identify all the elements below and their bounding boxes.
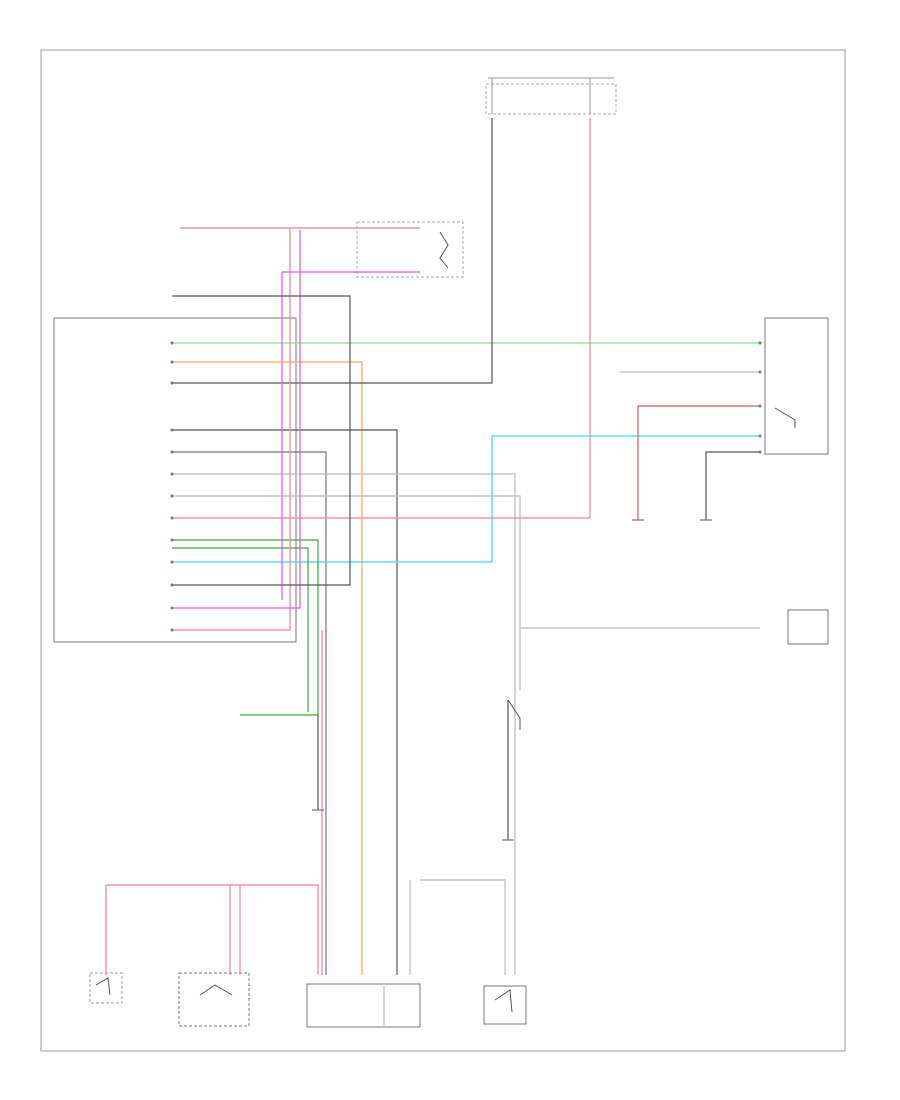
deactivator-switch-contact xyxy=(95,977,111,996)
wire-cyan xyxy=(172,435,760,563)
speed-control-servo-box xyxy=(306,983,421,1028)
pin xyxy=(170,450,174,454)
wire-gray-2 xyxy=(172,495,760,629)
wire-pink-fuse xyxy=(172,118,591,519)
pin xyxy=(170,381,174,385)
control-switch-contact xyxy=(199,984,233,996)
wire-dark-green-2 xyxy=(172,547,309,712)
pin xyxy=(758,341,762,345)
wire-magenta xyxy=(172,230,301,609)
pin xyxy=(170,341,174,345)
diagram-frame xyxy=(40,49,846,1052)
throttle-position-sensor-box xyxy=(356,221,464,278)
wire-dark-green xyxy=(172,539,319,716)
pin xyxy=(170,538,174,542)
pin xyxy=(758,434,762,438)
powertrain-control-module-box xyxy=(53,317,297,643)
clutch-switch-box xyxy=(483,985,527,1025)
ground-symbols xyxy=(312,519,712,841)
fuse-block-internals xyxy=(488,77,614,114)
clutch-switch-contact xyxy=(494,989,513,1013)
switch-symbols xyxy=(95,231,796,1013)
pin xyxy=(758,370,762,374)
wire-black-fuse xyxy=(172,118,493,384)
pin xyxy=(170,583,174,587)
fuse-block-box xyxy=(485,83,617,115)
pin xyxy=(170,428,174,432)
brake-switch-contact xyxy=(774,407,796,428)
pin xyxy=(170,360,174,364)
wire-orange xyxy=(172,361,363,975)
wire-black-bs xyxy=(705,451,760,520)
control-switch-box xyxy=(178,972,250,1027)
pin xyxy=(170,606,174,610)
pin xyxy=(170,516,174,520)
pin xyxy=(758,450,762,454)
wire-gray-1 xyxy=(172,473,516,975)
wires xyxy=(105,118,760,975)
wire-red xyxy=(637,405,760,520)
wire-black-tps xyxy=(172,295,351,586)
wire-black-1 xyxy=(172,429,398,975)
deactivator-switch-box xyxy=(89,972,123,1004)
pin xyxy=(170,472,174,476)
brake-switch-box xyxy=(764,317,829,455)
pin xyxy=(170,628,174,632)
pin xyxy=(170,560,174,564)
tps-resistor xyxy=(439,231,449,269)
connector-pins xyxy=(170,341,762,632)
wire-black-2 xyxy=(172,451,327,975)
pin xyxy=(758,404,762,408)
pin xyxy=(170,494,174,498)
wire-gray-clutch xyxy=(420,879,506,975)
speed-sensor-box xyxy=(787,609,829,645)
wire-pink-drop xyxy=(172,228,291,631)
wire-pink-lower xyxy=(106,884,319,975)
cpp-switch-contact xyxy=(507,699,521,730)
